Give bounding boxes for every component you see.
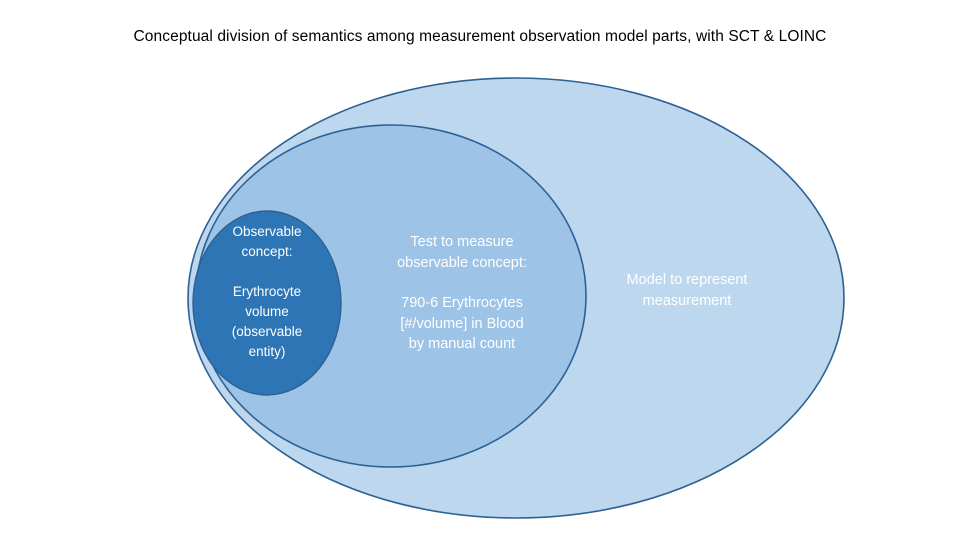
label-inner-line4: volume: [245, 304, 289, 319]
label-observable-concept: Observable concept: Erythrocyte volume (…: [206, 222, 328, 362]
label-middle-line5: by manual count: [408, 336, 516, 352]
label-inner-line1: Observable: [232, 224, 302, 239]
label-middle-spacer: [357, 273, 567, 293]
label-inner-line6: entity): [248, 344, 286, 359]
label-inner-line2: concept:: [241, 244, 293, 259]
label-model-to-represent-measurement: Model to represent measurement: [592, 270, 782, 311]
label-outer-line1: Model to represent: [626, 272, 748, 288]
label-inner-spacer: [206, 262, 328, 282]
label-middle-line4: [#/volume] in Blood: [400, 315, 524, 332]
label-inner-line5: (observable: [231, 324, 303, 339]
label-middle-line2: observable concept:: [397, 254, 527, 271]
label-test-to-measure-observable-concept: Test to measure observable concept: 790-…: [357, 232, 567, 355]
ellipse-inner-observable-concept[interactable]: [192, 210, 342, 396]
label-middle-line3: 790-6 Erythrocytes: [401, 295, 523, 311]
page-title: Conceptual division of semantics among m…: [133, 28, 827, 45]
label-outer-line2: measurement: [642, 292, 732, 309]
label-middle-line1: Test to measure: [410, 234, 514, 250]
label-inner-line3: Erythrocyte: [232, 284, 302, 299]
